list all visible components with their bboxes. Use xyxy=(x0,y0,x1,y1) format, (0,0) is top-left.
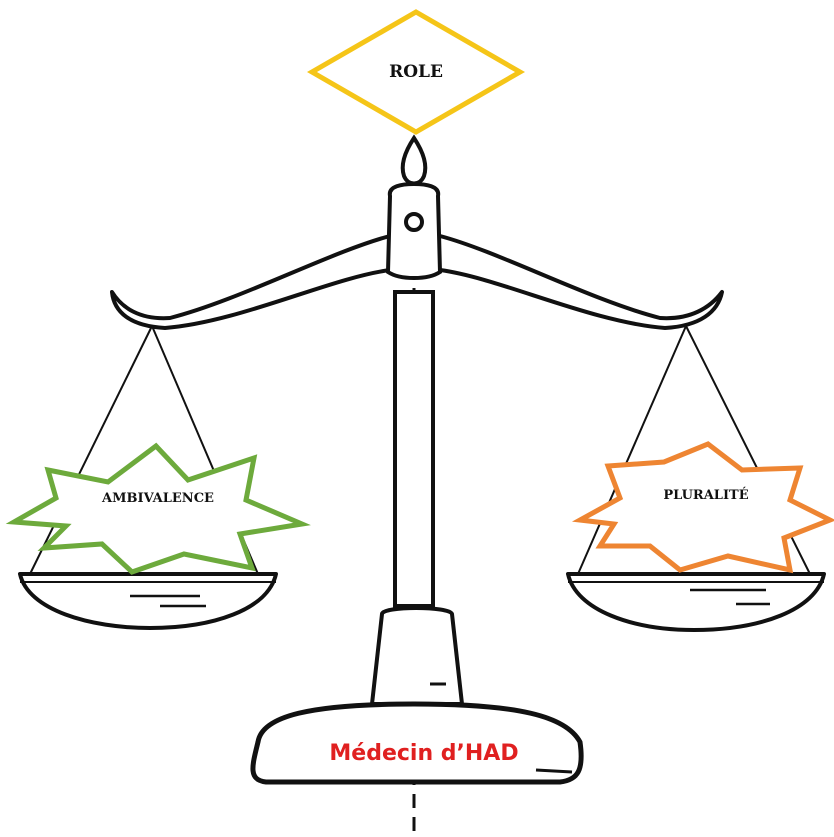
scale-column xyxy=(393,290,435,608)
scale-finial xyxy=(400,134,428,186)
left-pan-string-outer xyxy=(29,325,153,575)
plurality-star xyxy=(571,441,834,574)
scale-pedestal xyxy=(250,701,584,785)
role-diamond xyxy=(306,9,526,135)
had-doctor-label: Médecin d’HAD xyxy=(329,741,518,766)
column-base xyxy=(370,606,464,706)
right-pan xyxy=(566,572,826,632)
left-pan xyxy=(18,572,278,630)
pivot-bolt xyxy=(404,212,424,232)
right-pan-string-inner xyxy=(577,325,687,575)
pedestal-shade xyxy=(535,768,573,774)
ambivalence-label: AMBIVALENCE xyxy=(101,491,214,506)
ambivalence-star xyxy=(5,442,311,575)
scale-beam xyxy=(110,234,724,330)
role-label: ROLE xyxy=(389,62,443,82)
plurality-label: PLURALITÉ xyxy=(663,487,748,503)
